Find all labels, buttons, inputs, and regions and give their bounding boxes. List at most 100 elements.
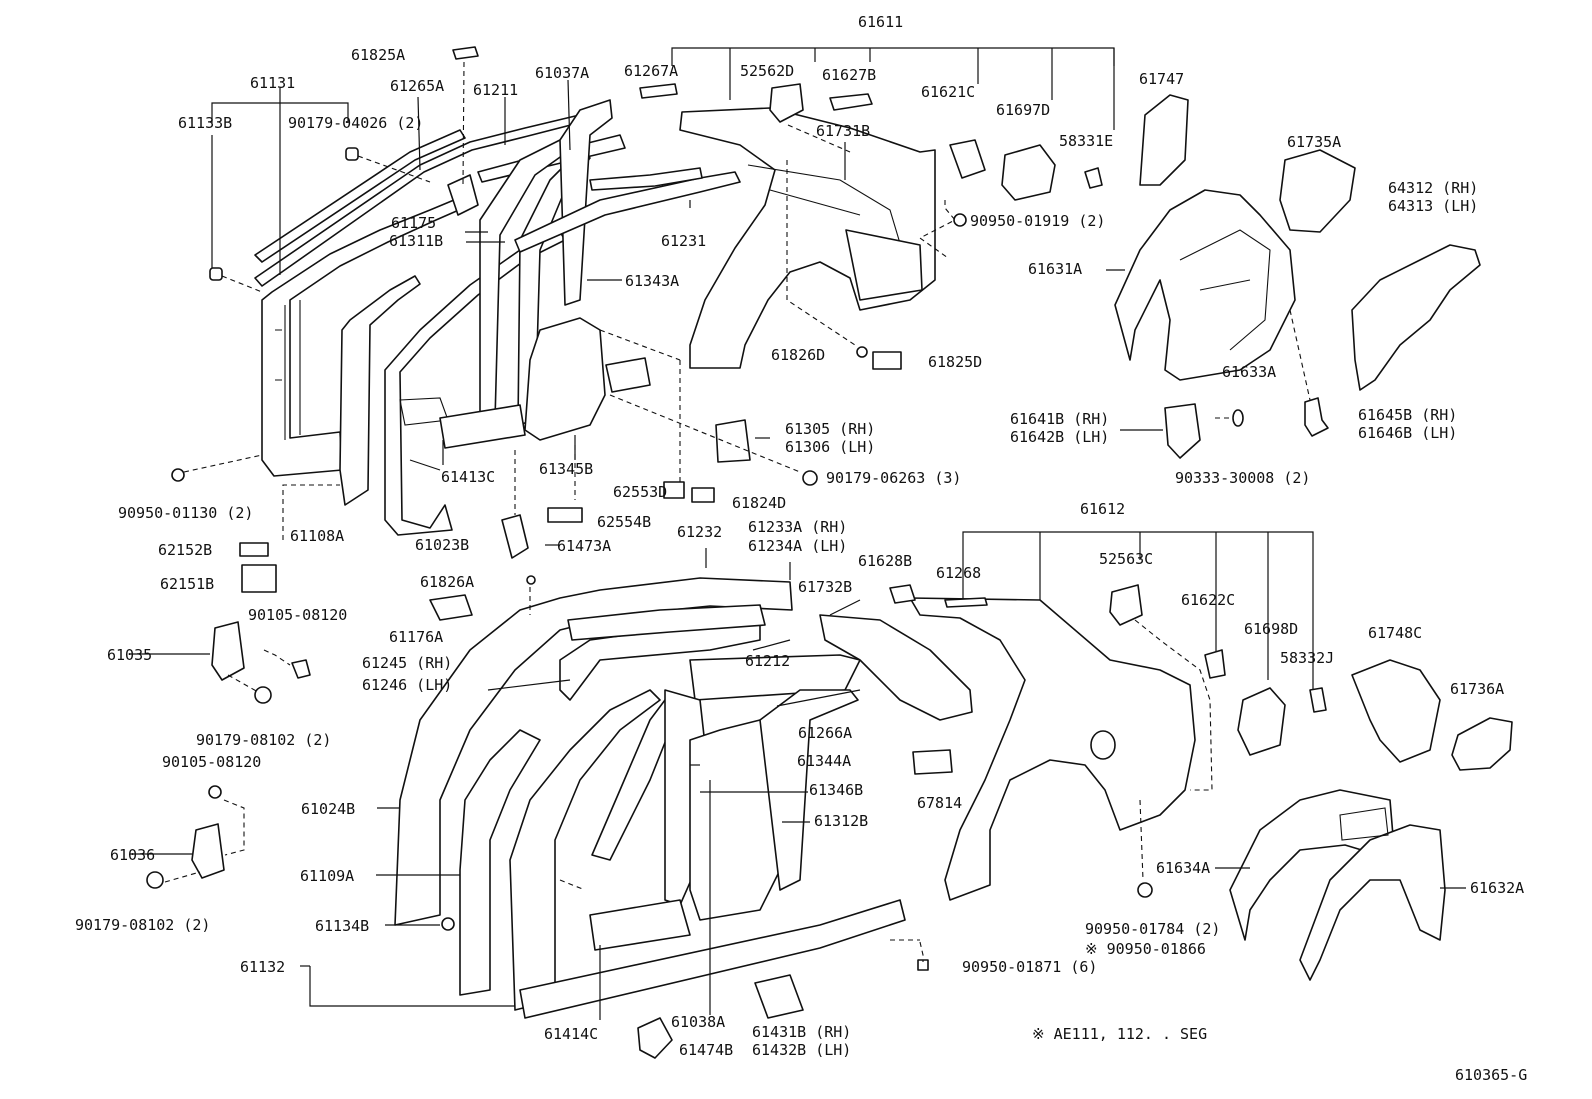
label-61627B: 61627B (822, 66, 876, 84)
part-58331E (1084, 167, 1103, 189)
label-90105-08120b: 90105-08120 (162, 753, 261, 771)
label-61131: 61131 (250, 74, 295, 92)
part-64312 (1351, 244, 1481, 391)
label-61697D: 61697D (996, 101, 1050, 119)
pad-62553D (663, 481, 685, 499)
label-61633A: 61633A (1222, 363, 1276, 381)
part-61645B (1304, 397, 1329, 437)
upper-quarter-assembly (639, 83, 1103, 370)
label-61432B: 61432B (LH) (752, 1041, 851, 1059)
label-62554B: 62554B (597, 513, 651, 531)
label-61824D: 61824D (732, 494, 786, 512)
pad-62151B (241, 564, 277, 593)
part-61268 (944, 597, 988, 608)
part-61736A (1451, 717, 1513, 771)
label-61265A: 61265A (390, 77, 444, 95)
part-58332J (1309, 687, 1327, 713)
label-61211: 61211 (473, 81, 518, 99)
label-61414C: 61414C (544, 1025, 598, 1043)
label-61826A: 61826A (420, 573, 474, 591)
clip-90950-01919 (953, 213, 967, 227)
label-90950-01130: 90950-01130 (2) (118, 504, 253, 522)
part-61621C (949, 139, 986, 179)
label-61306: 61306 (LH) (785, 438, 875, 456)
part-61697D (1001, 144, 1056, 201)
part-61175 (447, 174, 479, 216)
lower-left-hinges (146, 621, 311, 889)
label-90950-01871: 90950-01871 (6) (962, 958, 1097, 976)
label-61645B: 61645B (RH) (1358, 406, 1457, 424)
label-61232: 61232 (677, 523, 722, 541)
label-61037A: 61037A (535, 64, 589, 82)
label-90105-08120a: 90105-08120 (248, 606, 347, 624)
label-61736A: 61736A (1450, 680, 1504, 698)
part-61431B (754, 974, 804, 1019)
label-61175: 61175 (391, 214, 436, 232)
part-61474B (637, 1017, 673, 1059)
label-61212: 61212 (745, 652, 790, 670)
pad-61824D (691, 487, 715, 503)
label-61035: 61035 (107, 646, 152, 664)
label-61642B: 61642B (LH) (1010, 428, 1109, 446)
part-61305 (715, 419, 751, 463)
hinge-61035 (211, 621, 245, 681)
label-61132: 61132 (240, 958, 285, 976)
label-90179-06263: 90179-06263 (3) (826, 469, 961, 487)
label-90950-01784: 90950-01784 (2) (1085, 920, 1220, 938)
bolt-90179-04026 (345, 147, 359, 161)
label-61312B: 61312B (814, 812, 868, 830)
label-90179-08102a: 90179-08102 (2) (196, 731, 331, 749)
label-61473A: 61473A (557, 537, 611, 555)
part-61267A (639, 83, 678, 99)
part-61473A (501, 514, 529, 559)
label-61246: 61246 (LH) (362, 676, 452, 694)
label-61311B: 61311B (389, 232, 443, 250)
leader-lines (130, 79, 1466, 1020)
part-61698D (1237, 687, 1286, 756)
label-61234A: 61234A (LH) (748, 537, 847, 555)
label-61612: 61612 (1080, 500, 1125, 518)
label-61023B: 61023B (415, 536, 469, 554)
clip-90950-01130 (171, 468, 185, 482)
clip-90950-01784 (1137, 882, 1153, 898)
label-61431B: 61431B (RH) (752, 1023, 851, 1041)
label-61698D: 61698D (1244, 620, 1298, 638)
label-61732B: 61732B (798, 578, 852, 596)
label-61267A: 61267A (624, 62, 678, 80)
label-90950-01919: 90950-01919 (2) (970, 212, 1105, 230)
label-61474B: 61474B (679, 1041, 733, 1059)
label-61268: 61268 (936, 564, 981, 582)
label-62553D: 62553D (613, 483, 667, 501)
label-61748C: 61748C (1368, 624, 1422, 642)
label-61266A: 61266A (798, 724, 852, 742)
label-61826D: 61826D (771, 346, 825, 364)
label-58331E: 58331E (1059, 132, 1113, 150)
label-61632A: 61632A (1470, 879, 1524, 897)
label-61731B: 61731B (816, 122, 870, 140)
bolt-90179-06263 (802, 470, 818, 486)
label-52562D: 52562D (740, 62, 794, 80)
label-61305: 61305 (RH) (785, 420, 875, 438)
label-90179-08102b: 90179-08102 (2) (75, 916, 210, 934)
callout-labels: 61611 61825A 61131 61265A 61211 61037A 6… (75, 13, 1527, 1084)
clip-61133B (209, 267, 223, 281)
part-61825A (452, 46, 479, 60)
pad-62554B (547, 507, 583, 523)
label-61345B: 61345B (539, 460, 593, 478)
pad-61825D (872, 351, 902, 370)
part-61627B (829, 93, 873, 111)
label-90950-01866: ※ 90950-01866 (1085, 940, 1206, 958)
hinge-61036 (191, 823, 225, 879)
plug-61826A (526, 575, 536, 585)
part-61747 (1139, 94, 1189, 186)
part-61641B (1164, 403, 1201, 459)
label-67814: 67814 (917, 794, 962, 812)
label-61825D: 61825D (928, 353, 982, 371)
label-61631A: 61631A (1028, 260, 1082, 278)
upper-right-wheelhouse (1114, 94, 1481, 459)
part-61622C (1204, 649, 1226, 679)
label-61109A: 61109A (300, 867, 354, 885)
drawing-id: 610365-G (1455, 1066, 1527, 1084)
label-61735A: 61735A (1287, 133, 1341, 151)
label-61108A: 61108A (290, 527, 344, 545)
